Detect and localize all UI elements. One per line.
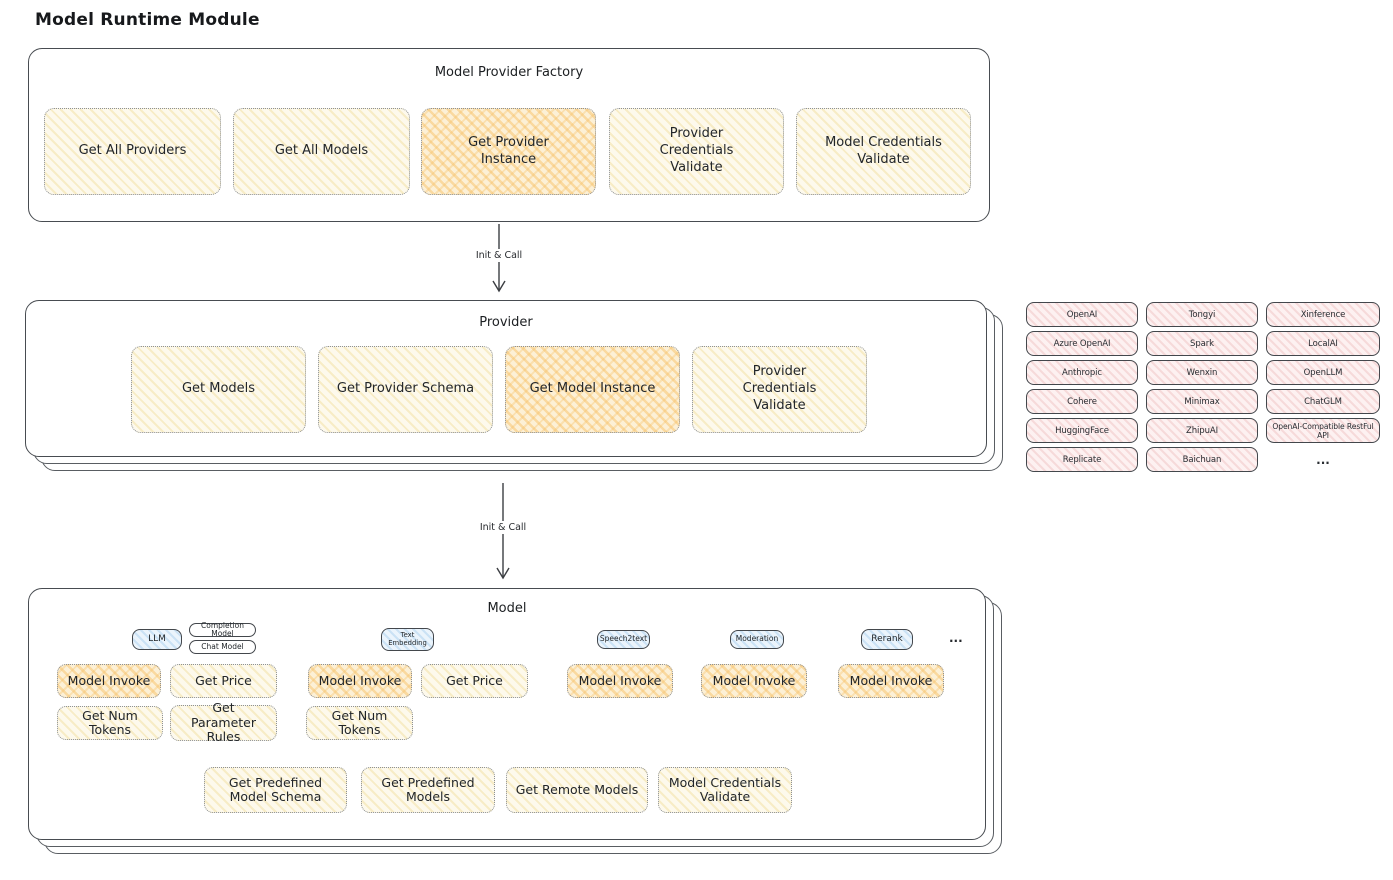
provider-chip-minimax: Minimax: [1146, 389, 1258, 414]
provider-chip-chatglm: ChatGLM: [1266, 389, 1380, 414]
provider-chip-zhipuai: ZhipuAI: [1146, 418, 1258, 443]
provider-chip-openai-compatible: OpenAI-Compatible RestFul API: [1266, 418, 1380, 443]
provider-chip-azure-openai: Azure OpenAI: [1026, 331, 1138, 356]
model-title: Model: [487, 601, 527, 616]
node-text-embedding-get-num-tokens: Get Num Tokens: [306, 706, 413, 740]
node-get-provider-instance: Get Provider Instance: [421, 108, 596, 195]
provider-chip-localai: LocalAI: [1266, 331, 1380, 356]
node-moderation-model-invoke: Model Invoke: [701, 664, 807, 698]
tab-llm: LLM: [132, 629, 182, 650]
node-model-credentials-validate-model: Model Credentials Validate: [658, 767, 792, 813]
tab-chat-model: Chat Model: [189, 640, 256, 654]
node-text-embedding-model-invoke: Model Invoke: [308, 664, 412, 698]
factory-box: Model Provider Factory Get All Providers…: [28, 48, 990, 222]
provider-chip-tongyi: Tongyi: [1146, 302, 1258, 327]
node-get-models: Get Models: [131, 346, 306, 433]
node-llm-get-price: Get Price: [170, 664, 277, 698]
node-provider-credentials-validate-provider: Provider Credentials Validate: [692, 346, 867, 433]
node-model-credentials-validate-factory: Model Credentials Validate: [796, 108, 971, 195]
provider-chip-replicate: Replicate: [1026, 447, 1138, 472]
node-get-model-instance: Get Model Instance: [505, 346, 680, 433]
provider-chip-wenxin: Wenxin: [1146, 360, 1258, 385]
node-text-embedding-get-price: Get Price: [421, 664, 528, 698]
provider-list-more: ...: [1316, 452, 1330, 467]
node-speech2text-model-invoke: Model Invoke: [567, 664, 673, 698]
node-get-provider-schema: Get Provider Schema: [318, 346, 493, 433]
provider-chip-cohere: Cohere: [1026, 389, 1138, 414]
tab-moderation: Moderation: [730, 630, 784, 649]
node-llm-get-num-tokens: Get Num Tokens: [57, 706, 163, 740]
factory-title: Model Provider Factory: [434, 65, 584, 80]
node-llm-get-parameter-rules: Get Parameter Rules: [170, 701, 277, 744]
node-get-all-providers: Get All Providers: [44, 108, 221, 195]
provider-chip-spark: Spark: [1146, 331, 1258, 356]
node-get-remote-models: Get Remote Models: [506, 767, 648, 813]
model-box: Model LLM Completion Model Chat Model Te…: [28, 588, 986, 840]
page-title: Model Runtime Module: [35, 10, 260, 30]
tab-rerank: Rerank: [861, 629, 913, 650]
provider-list-grid: OpenAI Tongyi Xinference Azure OpenAI Sp…: [1026, 302, 1380, 472]
tab-text-embedding: Text Embedding: [381, 628, 434, 651]
node-get-all-models: Get All Models: [233, 108, 410, 195]
provider-chip-openllm: OpenLLM: [1266, 360, 1380, 385]
node-llm-model-invoke: Model Invoke: [57, 664, 161, 698]
tab-completion-model: Completion Model: [189, 621, 256, 638]
node-rerank-model-invoke: Model Invoke: [838, 664, 944, 698]
tab-speech2text: Speech2text: [597, 630, 650, 649]
arrow2-label: Init & Call: [474, 521, 532, 534]
node-get-predefined-model-schema: Get Predefined Model Schema: [204, 767, 347, 813]
arrow1-label: Init & Call: [470, 249, 528, 262]
provider-chip-baichuan: Baichuan: [1146, 447, 1258, 472]
provider-chip-xinference: Xinference: [1266, 302, 1380, 327]
provider-chip-huggingface: HuggingFace: [1026, 418, 1138, 443]
node-get-predefined-models: Get Predefined Models: [361, 767, 495, 813]
tabs-more: ...: [949, 631, 963, 645]
provider-title: Provider: [479, 315, 533, 330]
provider-chip-openai: OpenAI: [1026, 302, 1138, 327]
provider-box: Provider Get Models Get Provider Schema …: [25, 300, 987, 457]
node-provider-credentials-validate-factory: Provider Credentials Validate: [609, 108, 784, 195]
provider-chip-anthropic: Anthropic: [1026, 360, 1138, 385]
